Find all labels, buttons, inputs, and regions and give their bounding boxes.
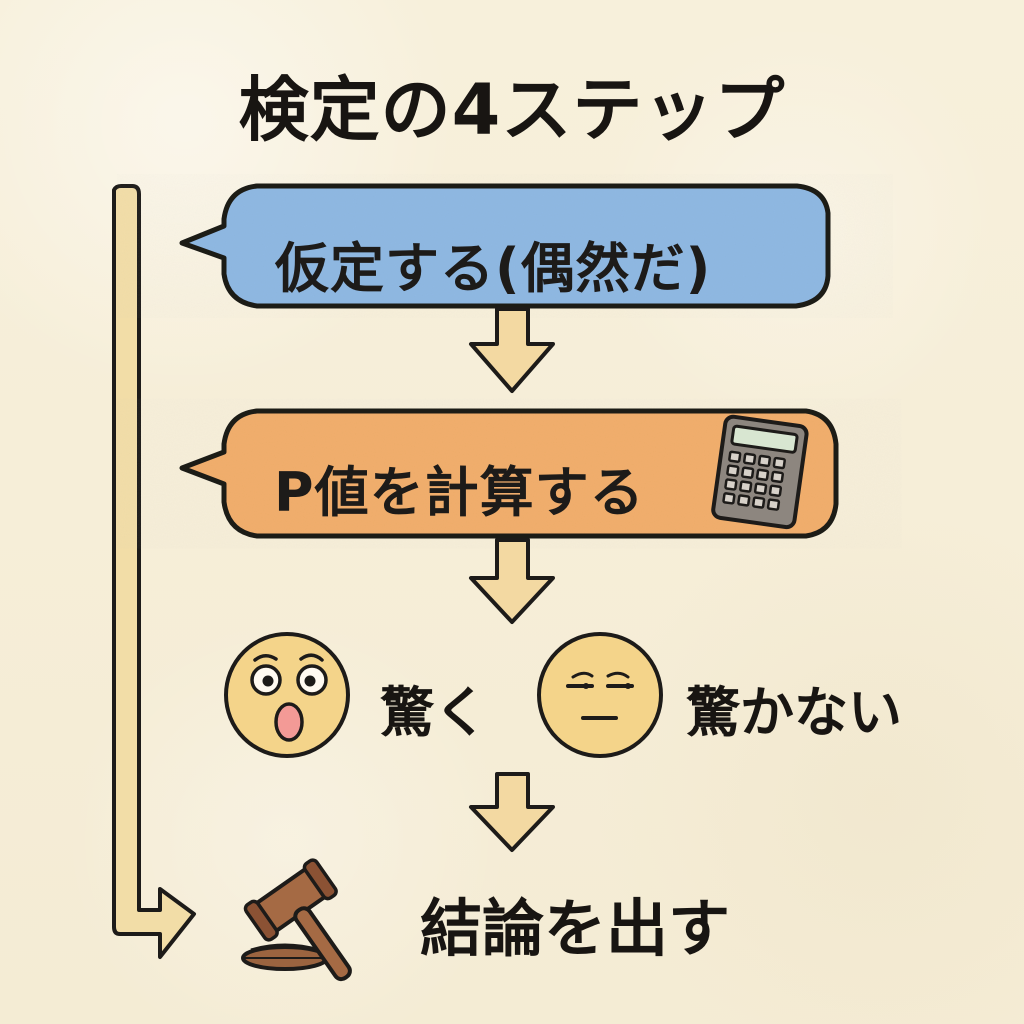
neutral-face-icon [537,632,663,758]
down-arrow-2 [469,538,555,624]
step-1-box [179,183,831,309]
step-1-label: 仮定する(偶然だ) [275,237,712,300]
surprise-label: 驚く [380,681,488,744]
down-arrow-3 [469,772,555,852]
conclusion-label: 結論を出す [420,892,731,965]
return-arrow [112,184,196,959]
page-title: 検定の4ステップ [238,69,786,151]
calculator-icon [711,414,809,530]
gavel-icon [241,858,352,982]
down-arrow-1 [469,307,555,393]
step-2-box [179,408,839,539]
surprised-face-icon [224,632,350,758]
step-2-label: P値を計算する [274,461,645,524]
not-surprise-label: 驚かない [686,681,902,744]
